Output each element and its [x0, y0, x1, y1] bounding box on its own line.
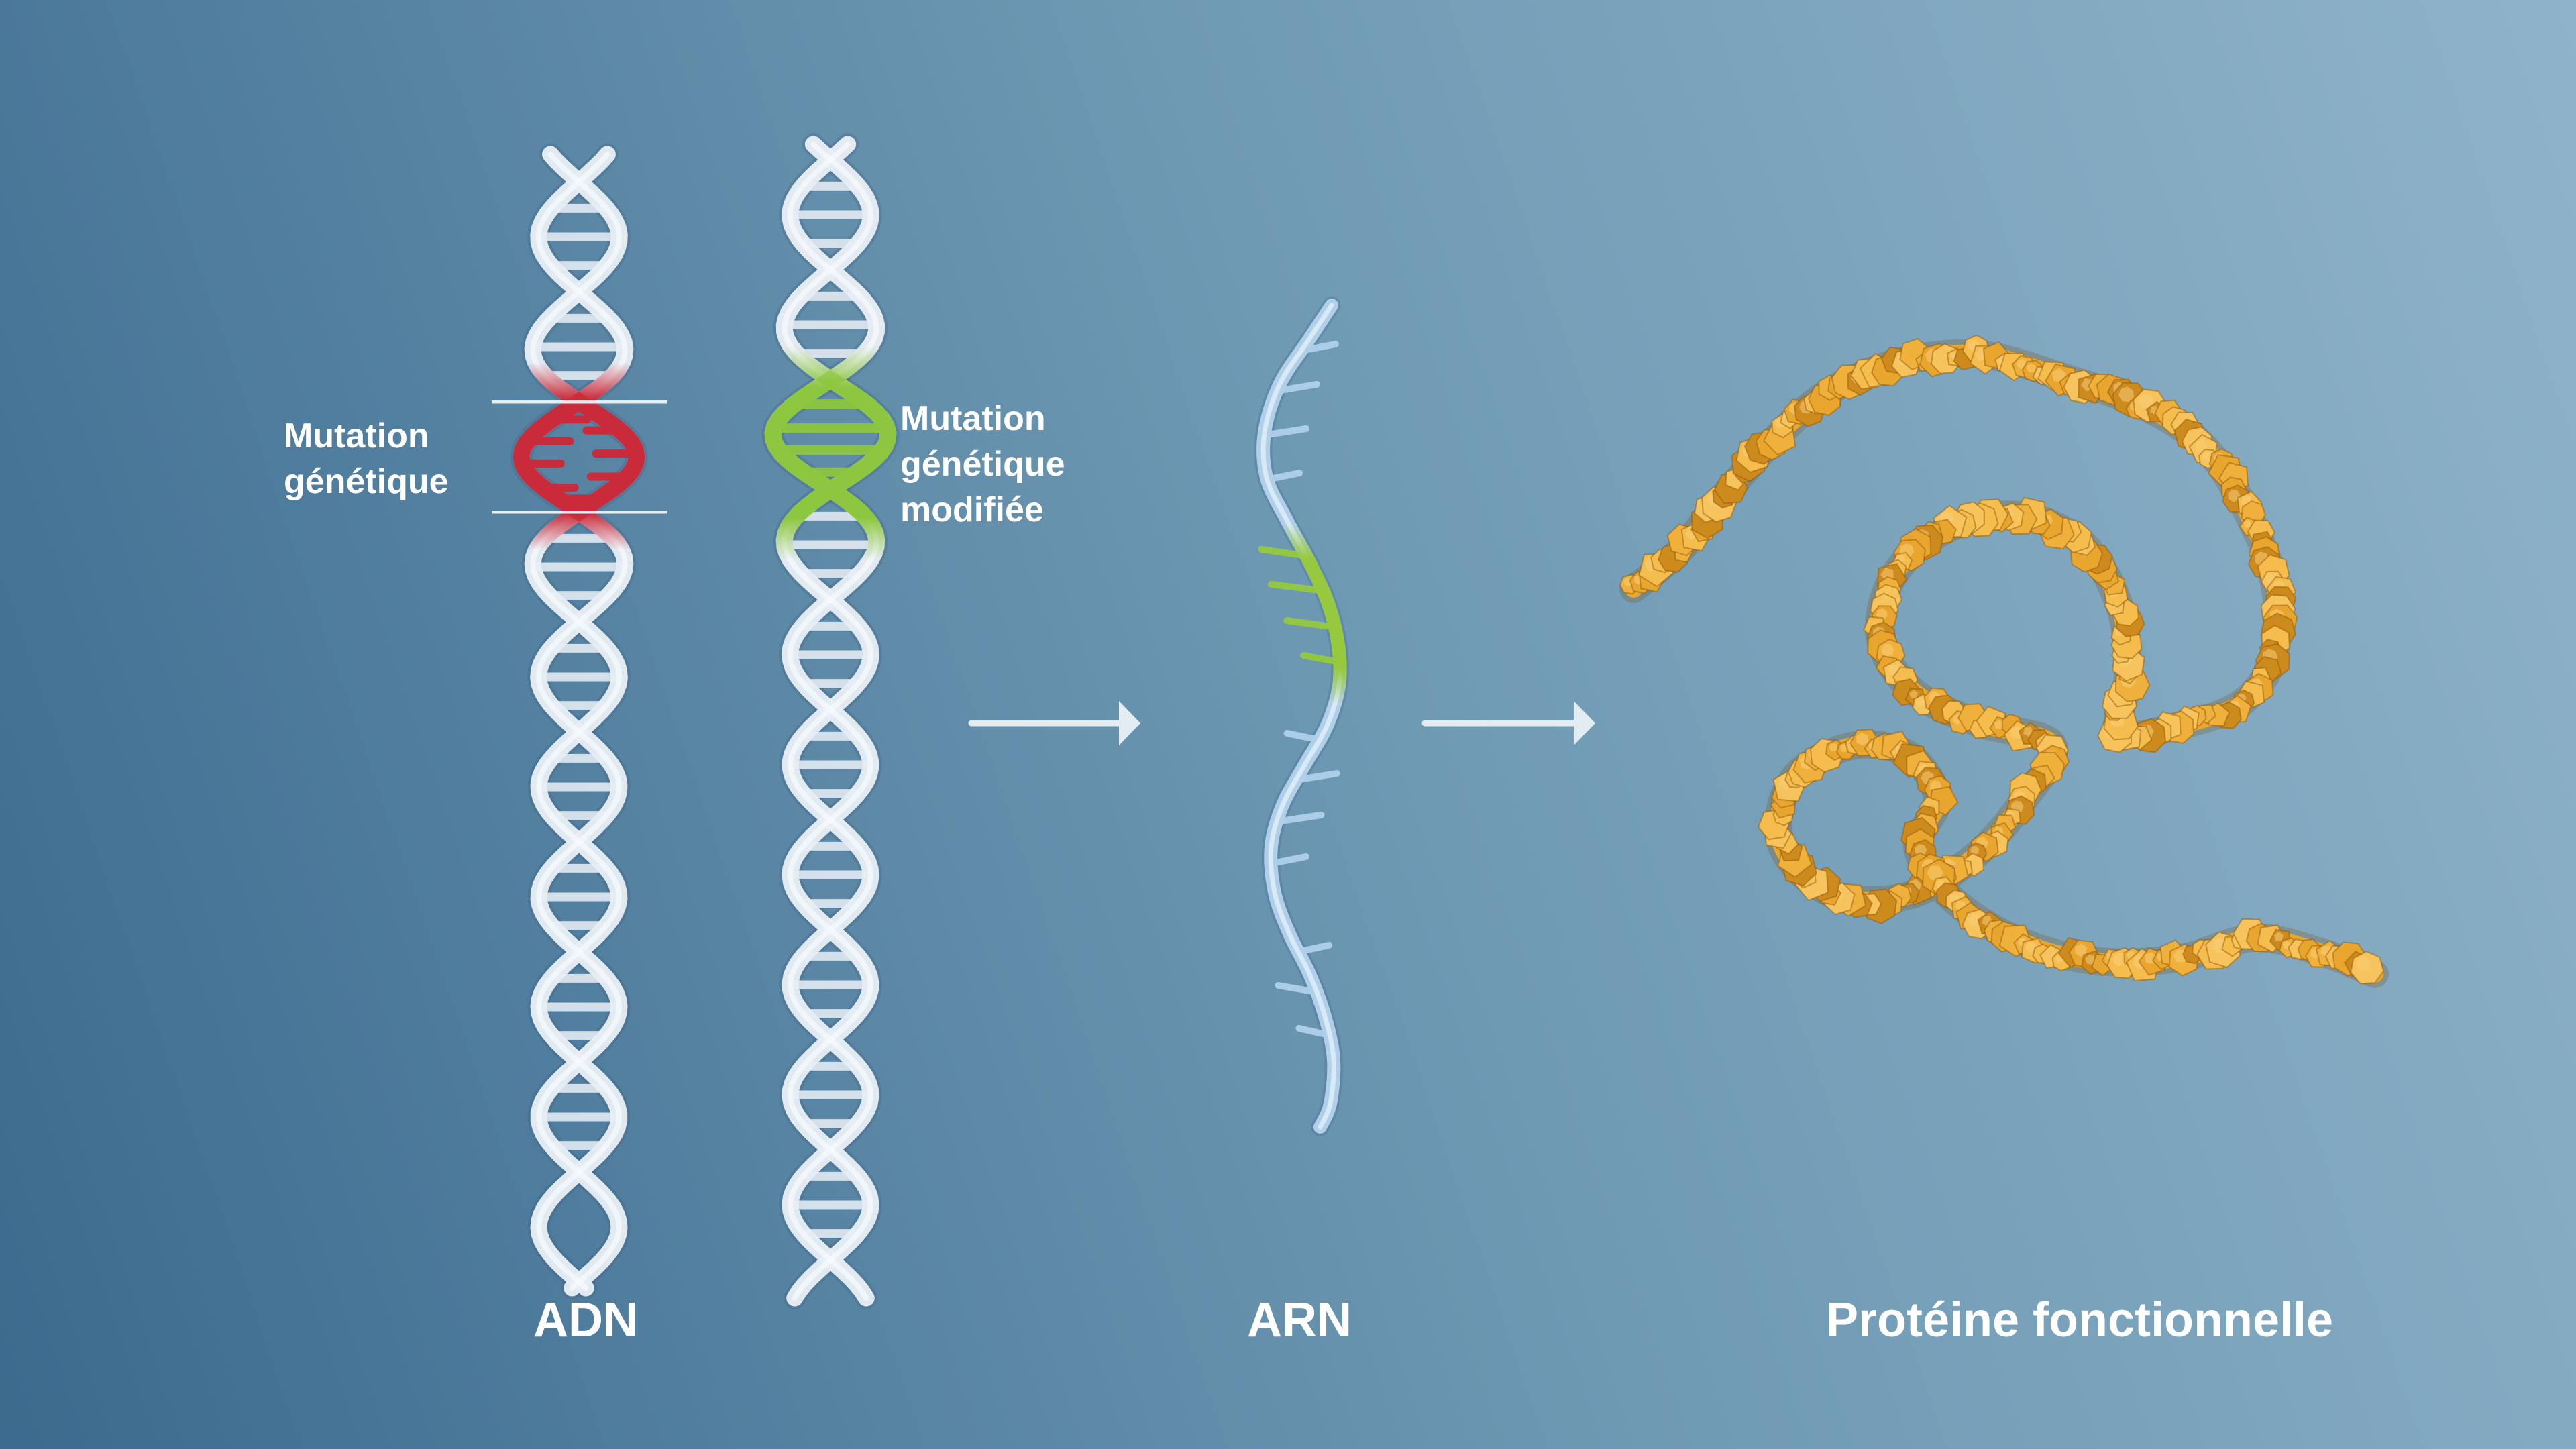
translation-arrow: [1421, 701, 1595, 745]
dna-helix-original: [510, 143, 648, 1299]
rna-strand: [1254, 296, 1350, 1136]
protein-chain: [1619, 334, 2389, 988]
mutation-label: Mutation génétique: [284, 413, 449, 504]
mutation-modified-label-line2: génétique: [900, 445, 1065, 484]
mutation-modified-label-line3: modifiée: [900, 490, 1044, 529]
rna-label: ARN: [1247, 1293, 1352, 1347]
mutation-bracket-lines: [492, 400, 667, 514]
mutation-modified-label: Mutation génétique modifiée: [900, 396, 1065, 533]
transcription-arrow: [968, 701, 1140, 745]
dna-label: ADN: [533, 1293, 638, 1347]
mutation-modified-label-line1: Mutation: [900, 399, 1046, 438]
dna-helix-modified: [761, 133, 900, 1309]
mutation-label-line2: génétique: [284, 462, 449, 501]
mutation-label-line1: Mutation: [284, 417, 429, 455]
protein-label: Protéine fonctionnelle: [1825, 1293, 2334, 1347]
